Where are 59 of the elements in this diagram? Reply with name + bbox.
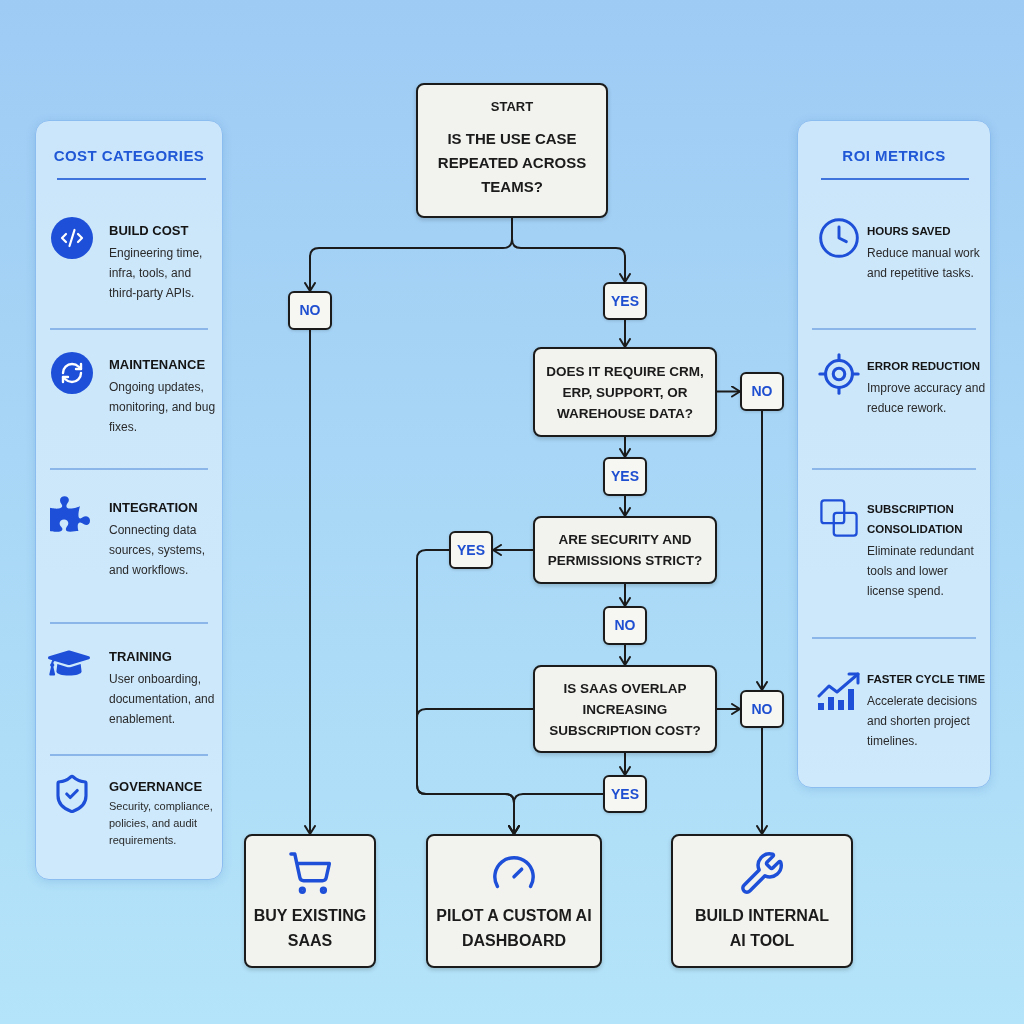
question-text: ARE SECURITY AND PERMISSIONS STRICT? bbox=[546, 531, 704, 570]
arrow bbox=[511, 217, 631, 283]
answer-tag: YES bbox=[603, 282, 647, 320]
answer-tag: NO bbox=[603, 606, 647, 645]
arrow bbox=[508, 793, 604, 835]
arrow bbox=[492, 544, 534, 556]
arrow bbox=[716, 385, 741, 398]
answer-tag: NO bbox=[288, 291, 332, 330]
sidebar-panel bbox=[797, 120, 991, 788]
start-box bbox=[416, 83, 608, 218]
item-description: Accelerate decisions and shorten project timelines. bbox=[867, 693, 979, 750]
item-heading: HOURS SAVED bbox=[867, 224, 951, 239]
arrow bbox=[756, 410, 768, 691]
arrow bbox=[619, 644, 631, 666]
outcome-box bbox=[426, 834, 602, 968]
item-description: Security, compliance, policies, and audit requirements. bbox=[109, 799, 214, 848]
item-heading: GOVERNANCE bbox=[109, 778, 203, 796]
item-description: Engineering time, infra, tools, and third-party APIs. bbox=[109, 245, 204, 302]
question-text: IS THE USE CASE REPEATED ACROSS TEAMS? bbox=[436, 129, 588, 197]
item-description: Eliminate redundant tools and lower license spend. bbox=[867, 543, 975, 600]
outcome-box bbox=[244, 834, 376, 968]
outcome-text: BUY EXISTING SAAS bbox=[252, 906, 368, 951]
panel-title: COST CATEGORIES bbox=[53, 146, 205, 166]
item-description: Connecting data sources, systems, and workflows. bbox=[109, 522, 207, 579]
arrow bbox=[619, 319, 631, 348]
item-description: Reduce manual work and repetitive tasks. bbox=[867, 245, 981, 282]
panel-title: ROI METRICS bbox=[842, 146, 946, 166]
item-heading: ERROR REDUCTION bbox=[867, 359, 981, 374]
item-description: Improve accuracy and reduce rework. bbox=[867, 380, 986, 417]
item-heading: BUILD COST bbox=[109, 222, 189, 240]
question-text: DOES IT REQUIRE CRM, ERP, SUPPORT, OR WAREHOUSE DATA? bbox=[545, 362, 705, 423]
item-description: User onboarding, documentation, and enablement. bbox=[109, 671, 216, 728]
decision-box bbox=[533, 665, 717, 753]
outcome-text: PILOT A CUSTOM AI DASHBOARD bbox=[436, 906, 592, 951]
sidebar-panel bbox=[35, 120, 223, 880]
arrow bbox=[619, 436, 631, 458]
answer-tag: NO bbox=[740, 690, 784, 728]
item-heading: INTEGRATION bbox=[109, 499, 198, 517]
arrow bbox=[756, 727, 768, 835]
arrow bbox=[619, 752, 631, 776]
answer-tag: YES bbox=[603, 457, 647, 496]
arrow bbox=[304, 329, 316, 835]
decision-box bbox=[533, 347, 717, 437]
answer-tag: NO bbox=[740, 372, 784, 411]
question-text: IS SAAS OVERLAP INCREASING SUBSCRIPTION COST? bbox=[548, 679, 702, 740]
outcome-box bbox=[671, 834, 853, 968]
arrow bbox=[716, 703, 741, 715]
item-heading: FASTER CYCLE TIME bbox=[867, 672, 986, 687]
item-heading: MAINTENANCE bbox=[109, 356, 206, 374]
answer-tag: YES bbox=[603, 775, 647, 813]
answer-tag: YES bbox=[449, 531, 493, 569]
item-heading: SUBSCRIPTION CONSOLIDATION bbox=[867, 502, 964, 537]
arrow bbox=[619, 583, 631, 607]
outcome-text: BUILD INTERNAL AI TOOL bbox=[693, 906, 831, 951]
item-description: Ongoing updates, monitoring, and bug fixes. bbox=[109, 379, 217, 436]
item-heading: TRAINING bbox=[109, 648, 172, 666]
arrow bbox=[619, 495, 631, 517]
decision-box bbox=[533, 516, 717, 584]
start-label: START bbox=[490, 98, 534, 116]
